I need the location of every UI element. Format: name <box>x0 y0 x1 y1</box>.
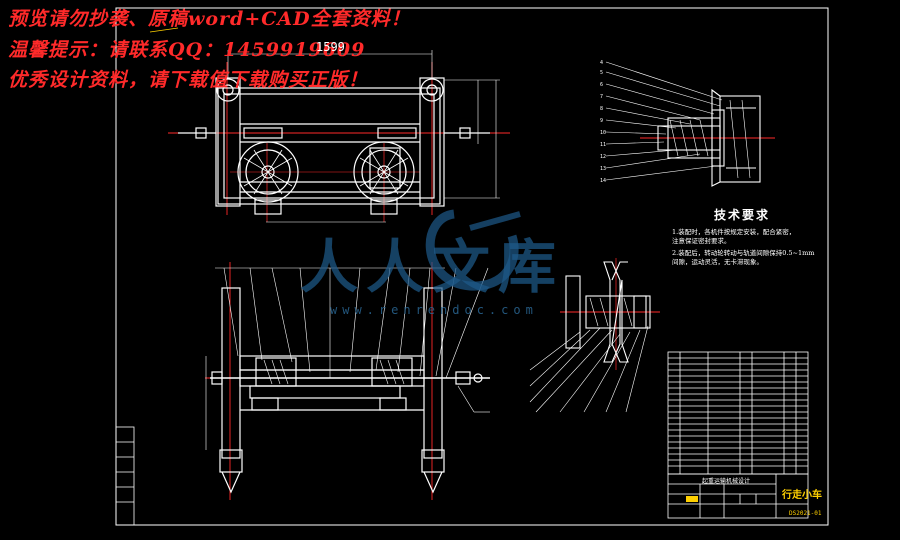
tech-requirement-line: 间隙，运动灵活，无卡滞现象。 <box>672 258 763 266</box>
svg-text:14: 14 <box>600 178 606 184</box>
svg-text:7: 7 <box>600 94 603 100</box>
logo-swirl <box>425 209 521 291</box>
watermark-line-1: 预览请勿抄袭、原稿word+CAD全套资料！ <box>8 8 411 30</box>
site-logo: 人人文库 <box>300 233 565 301</box>
drawing-title: 行走小车 <box>782 490 822 501</box>
svg-text:4: 4 <box>600 60 603 66</box>
tech-requirement-line: 注意保证密封要求。 <box>672 237 731 245</box>
left-strip <box>115 426 135 526</box>
svg-text:5: 5 <box>600 70 603 76</box>
svg-text:9: 9 <box>600 118 603 124</box>
front-view <box>205 262 490 500</box>
parts-list <box>667 351 809 475</box>
title-block-company: 起重运输机械设计 <box>702 478 751 485</box>
section-a: 4 5 6 7 8 9 10 11 12 13 14 <box>600 60 775 187</box>
drawing-code: DS2021-01 <box>789 510 822 517</box>
outer-frame <box>115 7 829 526</box>
svg-text:8: 8 <box>600 106 603 112</box>
svg-text:10: 10 <box>600 130 606 136</box>
svg-text:11: 11 <box>600 142 606 148</box>
svg-text:12: 12 <box>600 154 606 160</box>
tech-requirement-line: 2.装配后，转动轮转动与轨道间隙保持0.5~1mm <box>672 249 815 257</box>
section-b <box>529 258 660 413</box>
watermark-line-2: 温馨提示：请联系QQ：1459919609 <box>8 39 366 61</box>
title-block <box>667 473 809 519</box>
svg-text:13: 13 <box>600 166 606 172</box>
dimension-top-width: 1599 <box>316 40 345 54</box>
site-url: www.renrendoc.com <box>330 303 538 317</box>
tech-requirements-title: 技术要求 <box>714 208 771 222</box>
top-view <box>149 27 510 223</box>
watermark-line-3: 优秀设计资料，请下载值下载购买正版！ <box>8 69 369 91</box>
svg-text:6: 6 <box>600 82 603 88</box>
tech-requirement-line: 1.装配时，各机件按规定安装，配合紧密， <box>672 228 796 236</box>
